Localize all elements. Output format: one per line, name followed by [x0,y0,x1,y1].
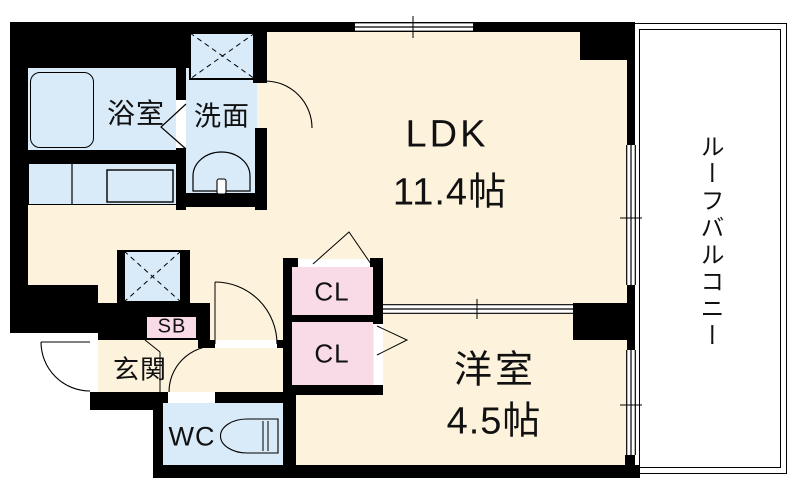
wall-cl-middle [292,315,373,322]
wall-right-of-sb [198,315,210,340]
wall-block-a [10,285,98,333]
wall-fridge-right [182,250,190,303]
wall-fridge-left [117,250,123,303]
partition-ldk-western [383,299,573,319]
door-opening-bath [176,100,186,148]
wall-topleft-block [10,22,190,68]
closet-upper-label: CL [314,276,350,307]
bath-door-caret [160,103,187,150]
wall-right-seg1 [627,32,635,145]
wall-cl-right [373,267,383,324]
door-arc-entrance [40,341,91,392]
door-opening-entrance [88,333,98,392]
room-ldk-label: LDK [405,113,489,156]
wall-topright-block [580,32,635,60]
window-right-lower [620,350,642,455]
shoe-box-label: SB [157,315,187,338]
room-western-size: 4.5帖 [446,400,542,443]
toilet-icon [219,418,279,454]
door-arc-washroom [264,80,313,129]
wall-entrance-bottom [90,392,163,410]
wall-above-sb [98,303,210,315]
room-washroom-label: 洗面 [194,101,250,132]
closet-lower-caret [376,325,409,356]
room-toilet-label: WC [168,421,216,452]
wall-washroom-bottom [185,193,267,207]
sink-icon [192,151,251,195]
door-arc-hall-ldk [214,281,278,345]
wall-cl-bottom [283,385,383,395]
entrance-step-line [144,339,161,392]
bathtub [30,72,94,148]
wall-cl-top-nub-left [292,258,298,267]
shoe-box [145,315,198,340]
exterior-area-bottom [0,410,153,504]
wall-wc-right [283,392,296,478]
window-top [355,16,473,38]
door-arc-wc [168,345,216,393]
wall-cl-top-nub-right [370,258,383,267]
wall-left [10,22,28,333]
closet-upper-door-panel [298,259,370,267]
room-ldk-size: 11.4帖 [392,171,508,214]
wall-washroom-right-upper [253,30,267,83]
wall-bottom [153,465,640,478]
room-western-label: 洋室 [453,349,537,392]
refrigerator-x [123,250,182,303]
wall-right-seg2 [627,285,635,350]
wall-hall-wc [163,392,283,403]
door-opening-hall-ldk [215,340,277,348]
roof-balcony [633,23,787,474]
wall-left-of-sb [98,315,145,340]
wall-top [10,22,635,32]
window-right-upper [620,145,642,285]
door-opening-wc [168,392,215,403]
closet-upper-caret [312,231,372,265]
closet-lower [292,322,373,385]
room-bathroom-label: 浴室 [106,98,166,129]
wall-kitchen-back [28,150,183,163]
washing-machine-x [189,32,256,80]
wall-cl-left [283,258,292,395]
roof-balcony-label: ルーフバルコニー [696,134,723,350]
closet-lower-label: CL [314,338,350,369]
wall-washroom-right-lower [255,128,267,210]
room-entrance-label: 玄関 [112,354,168,385]
wall-partition-right-block [573,303,627,340]
closet-upper [292,267,373,315]
kitchen-counter-lines [71,164,174,204]
roof-balcony-inner-line [639,29,781,468]
wall-wc-left [153,392,163,473]
